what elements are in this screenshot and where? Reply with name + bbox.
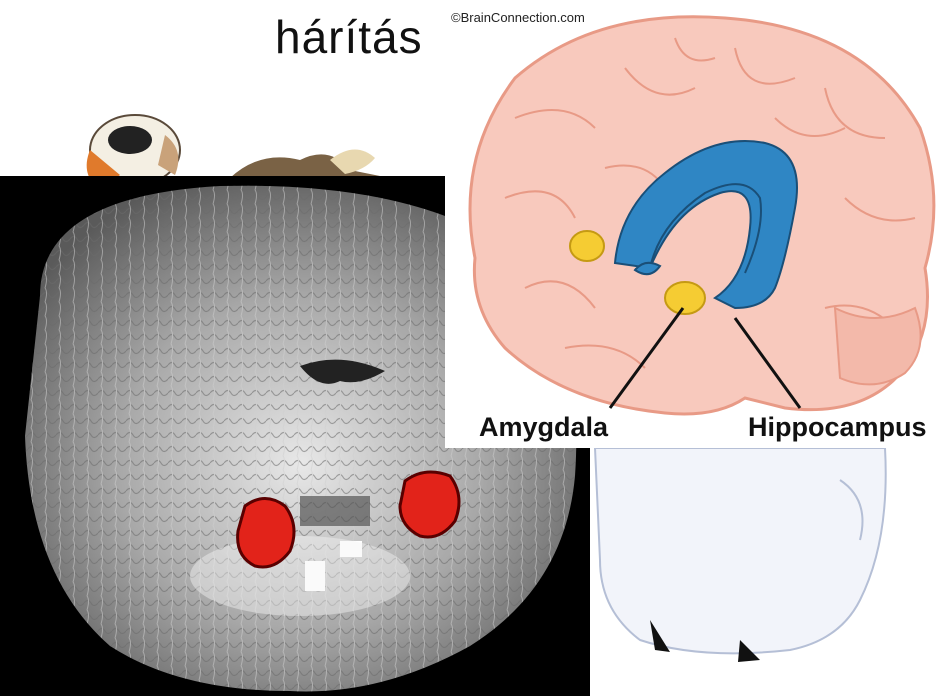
cartoon-sheep-illustration xyxy=(595,448,886,662)
amygdala-highlight-left xyxy=(238,499,294,568)
brain-anatomy-diagram: ©BrainConnection.com Amygdala Hippocampu… xyxy=(445,8,943,448)
slide-title: hárítás xyxy=(275,14,423,60)
copyright-notice: ©BrainConnection.com xyxy=(451,10,585,25)
amygdala-highlight-right xyxy=(400,472,459,537)
hippocampus-label: Hippocampus xyxy=(748,412,927,443)
amygdala-label: Amygdala xyxy=(479,412,608,443)
cartoon-creature-illustration xyxy=(230,149,380,178)
brain-diagram-graphic xyxy=(445,8,943,448)
cerebral-cortex xyxy=(470,17,934,414)
